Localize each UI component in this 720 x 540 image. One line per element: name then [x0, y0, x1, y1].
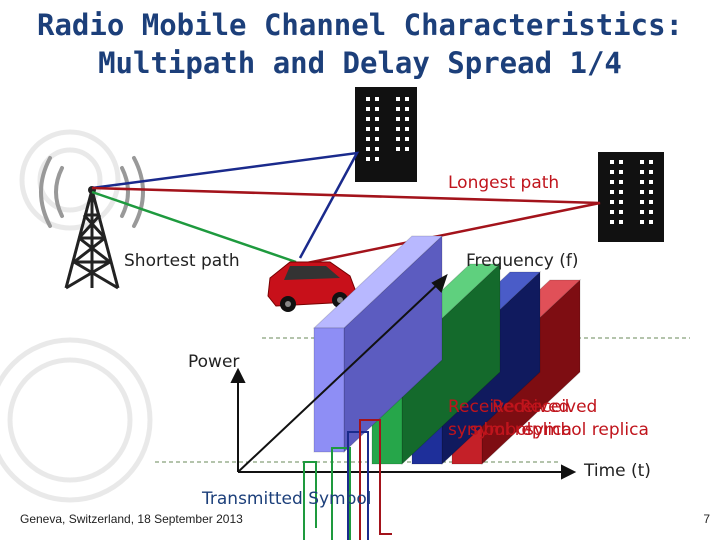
building-window — [619, 200, 623, 204]
time-axis-label: Time (t) — [584, 461, 651, 481]
title-line-2: Multipath and Delay Spread 1/4 — [0, 44, 720, 82]
building-window — [649, 210, 653, 214]
building-window — [396, 127, 400, 131]
frequency-axis-label: Frequency (f) — [466, 251, 578, 271]
received-label-4: symbol — [470, 420, 531, 440]
building-window — [396, 117, 400, 121]
building-window — [366, 127, 370, 131]
building-window — [396, 147, 400, 151]
bar-lilac-face — [314, 328, 344, 452]
building-window — [610, 200, 614, 204]
building-window — [610, 220, 614, 224]
building-window — [375, 137, 379, 141]
replica-label-b: symbol replica — [525, 420, 649, 440]
building-window — [610, 190, 614, 194]
building-window — [619, 210, 623, 214]
building-window — [366, 137, 370, 141]
building-window — [366, 147, 370, 151]
building-window — [640, 170, 644, 174]
slide-title: Radio Mobile Channel Characteristics: Mu… — [0, 6, 720, 82]
building-window — [619, 160, 623, 164]
power-axis-label: Power — [188, 352, 239, 372]
building-window — [405, 127, 409, 131]
building-window — [375, 107, 379, 111]
building-window — [366, 117, 370, 121]
footer-text: Geneva, Switzerland, 18 September 2013 — [20, 512, 243, 526]
building-window — [396, 97, 400, 101]
longest-path-label: Longest path — [448, 173, 559, 193]
building-window — [610, 180, 614, 184]
building-window — [396, 137, 400, 141]
replica-label-a: Received — [492, 397, 569, 417]
building-icon — [598, 152, 664, 242]
building-window — [405, 117, 409, 121]
building-window — [405, 97, 409, 101]
building-window — [375, 127, 379, 131]
building-window — [640, 180, 644, 184]
building-window — [640, 160, 644, 164]
building-window — [619, 170, 623, 174]
building-window — [619, 180, 623, 184]
building-window — [366, 107, 370, 111]
building-window — [405, 137, 409, 141]
building-window — [396, 107, 400, 111]
building-window — [375, 157, 379, 161]
building-window — [640, 190, 644, 194]
building-window — [405, 147, 409, 151]
building-window — [610, 210, 614, 214]
page-number: 7 — [703, 512, 710, 526]
building-window — [649, 200, 653, 204]
building-window — [649, 190, 653, 194]
building-window — [375, 147, 379, 151]
building-window — [619, 220, 623, 224]
building-window — [640, 210, 644, 214]
building-window — [649, 220, 653, 224]
building-window — [375, 117, 379, 121]
building-window — [649, 160, 653, 164]
building-window — [649, 180, 653, 184]
transmitted-symbol-label: Transmitted Symbol — [202, 489, 372, 509]
building-window — [610, 160, 614, 164]
building-window — [405, 107, 409, 111]
shortest-path-label: Shortest path — [124, 251, 240, 271]
title-line-1: Radio Mobile Channel Characteristics: — [0, 6, 720, 44]
building-window — [610, 170, 614, 174]
propagation-paths — [92, 153, 600, 264]
building-icon — [355, 87, 417, 182]
building-window — [366, 97, 370, 101]
building-window — [640, 200, 644, 204]
building-window — [619, 190, 623, 194]
building-window — [649, 170, 653, 174]
building-window — [640, 220, 644, 224]
building-window — [366, 157, 370, 161]
building-window — [375, 97, 379, 101]
